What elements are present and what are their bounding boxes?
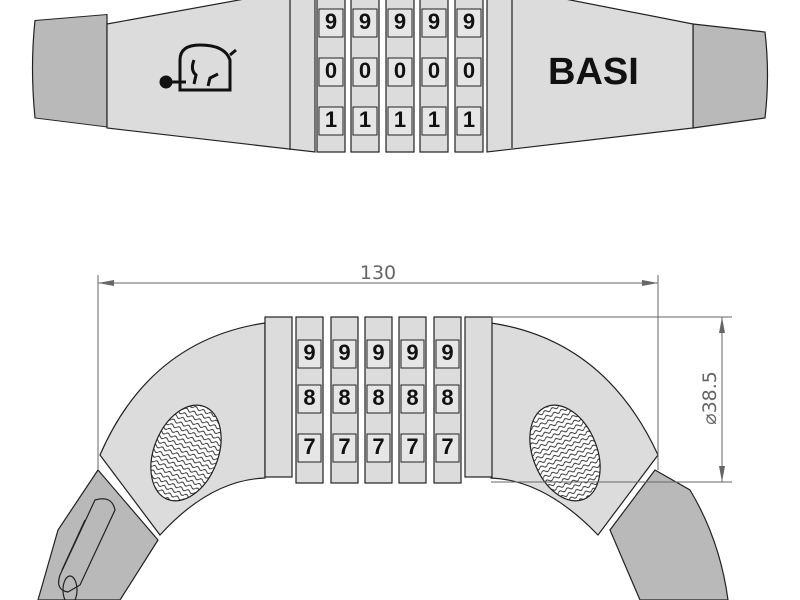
dial-wheel[interactable]: 9 8 7 bbox=[398, 316, 427, 484]
right-grip-pad bbox=[529, 404, 601, 502]
dial-digit: 9 bbox=[406, 340, 418, 365]
dial-digit: 0 bbox=[428, 58, 440, 83]
dial-digit: 9 bbox=[372, 340, 384, 365]
dial-digit: 8 bbox=[303, 385, 315, 410]
dial-digit: 9 bbox=[441, 340, 453, 365]
dial-digit: 9 bbox=[338, 340, 350, 365]
dial-digit: 9 bbox=[325, 9, 337, 34]
dial-digit: 9 bbox=[463, 9, 475, 34]
dial-digit: 1 bbox=[463, 107, 475, 132]
left-end-cap bbox=[264, 316, 293, 478]
dial-digit: 7 bbox=[338, 434, 350, 459]
right-body bbox=[486, 0, 694, 153]
dial-digit: 8 bbox=[441, 385, 453, 410]
dial-digit: 8 bbox=[338, 385, 350, 410]
dial-wheel[interactable]: 9 8 7 bbox=[295, 316, 324, 484]
dial-digit: 9 bbox=[428, 9, 440, 34]
left-grip-pad bbox=[150, 404, 222, 502]
dimensions bbox=[97, 275, 732, 483]
dial-wheel[interactable]: 9 8 7 bbox=[330, 316, 359, 484]
brand-logo: BASI bbox=[548, 51, 639, 93]
dial-digit: 1 bbox=[394, 107, 406, 132]
dial-digit: 8 bbox=[406, 385, 418, 410]
dial-wheel[interactable]: 9 0 1 bbox=[350, 0, 380, 153]
dial-digit: 9 bbox=[359, 9, 371, 34]
dial-digit: 7 bbox=[372, 434, 384, 459]
dial-wheel[interactable]: 9 0 1 bbox=[419, 0, 449, 153]
dial-wheel[interactable]: 9 8 7 bbox=[433, 316, 462, 484]
diameter-dimension-label: ⌀38.5 bbox=[699, 371, 721, 425]
dial-digit: 1 bbox=[359, 107, 371, 132]
dial-digit: 1 bbox=[428, 107, 440, 132]
right-end-cap bbox=[464, 316, 493, 478]
dial-digit: 0 bbox=[325, 58, 337, 83]
chain-links bbox=[58, 498, 116, 600]
dial-wheel[interactable]: 9 8 7 bbox=[364, 316, 393, 484]
dial-wheel[interactable]: 9 0 1 bbox=[385, 0, 415, 153]
dial-digit: 0 bbox=[394, 58, 406, 83]
elephant-logo-icon bbox=[159, 43, 237, 92]
dial-digit: 0 bbox=[359, 58, 371, 83]
dial-digit: 0 bbox=[463, 58, 475, 83]
dial-wheel[interactable]: 9 0 1 bbox=[316, 0, 346, 153]
left-sleeve bbox=[31, 13, 108, 128]
dial-digit: 1 bbox=[325, 107, 337, 132]
dial-digit: 7 bbox=[406, 434, 418, 459]
right-sleeve bbox=[692, 23, 769, 129]
width-dimension-label: 130 bbox=[360, 262, 396, 284]
dial-digit: 7 bbox=[303, 434, 315, 459]
dial-digit: 8 bbox=[372, 385, 384, 410]
left-cable-sleeve bbox=[37, 469, 159, 600]
dial-wheel[interactable]: 9 0 1 bbox=[454, 0, 484, 153]
dial-digit: 9 bbox=[394, 9, 406, 34]
right-cable-sleeve bbox=[609, 469, 729, 600]
dial-digit: 7 bbox=[441, 434, 453, 459]
dial-digit: 9 bbox=[303, 340, 315, 365]
